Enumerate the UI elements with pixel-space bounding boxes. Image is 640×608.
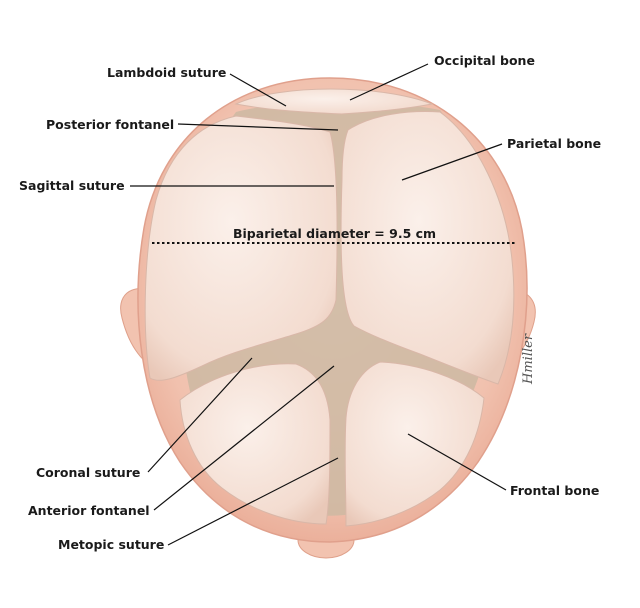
label-metopic-suture: Metopic suture: [58, 537, 164, 552]
artist-signature: Hmiller: [521, 333, 536, 385]
label-posterior-fontanel: Posterior fontanel: [46, 117, 174, 132]
leader-coronal-suture: [147, 357, 253, 473]
label-anterior-fontanel: Anterior fontanel: [28, 503, 150, 518]
leader-frontal-bone: [407, 433, 507, 491]
right-frontal-bone-shape: [344, 361, 485, 527]
left-parietal-bone-shape: [144, 115, 338, 381]
leader-lambdoid-suture: [229, 73, 287, 107]
label-parietal-bone: Parietal bone: [507, 136, 601, 151]
leader-parietal-bone: [401, 143, 503, 181]
leader-metopic-suture: [167, 457, 339, 546]
label-lambdoid-suture: Lambdoid suture: [107, 65, 226, 80]
label-frontal-bone: Frontal bone: [510, 483, 599, 498]
leader-posterior-fontanel: [177, 123, 339, 131]
leader-occipital-bone: [349, 63, 429, 101]
label-coronal-suture: Coronal suture: [36, 465, 140, 480]
left-frontal-bone-shape: [179, 363, 331, 525]
label-occipital-bone: Occipital bone: [434, 53, 535, 68]
leader-anterior-fontanel: [153, 365, 335, 511]
label-sagittal-suture: Sagittal suture: [19, 178, 125, 193]
occipital-bone-shape: [234, 88, 434, 115]
label-biparietal-diameter: Biparietal diameter = 9.5 cm: [233, 226, 436, 241]
right-parietal-bone-shape: [340, 111, 515, 385]
